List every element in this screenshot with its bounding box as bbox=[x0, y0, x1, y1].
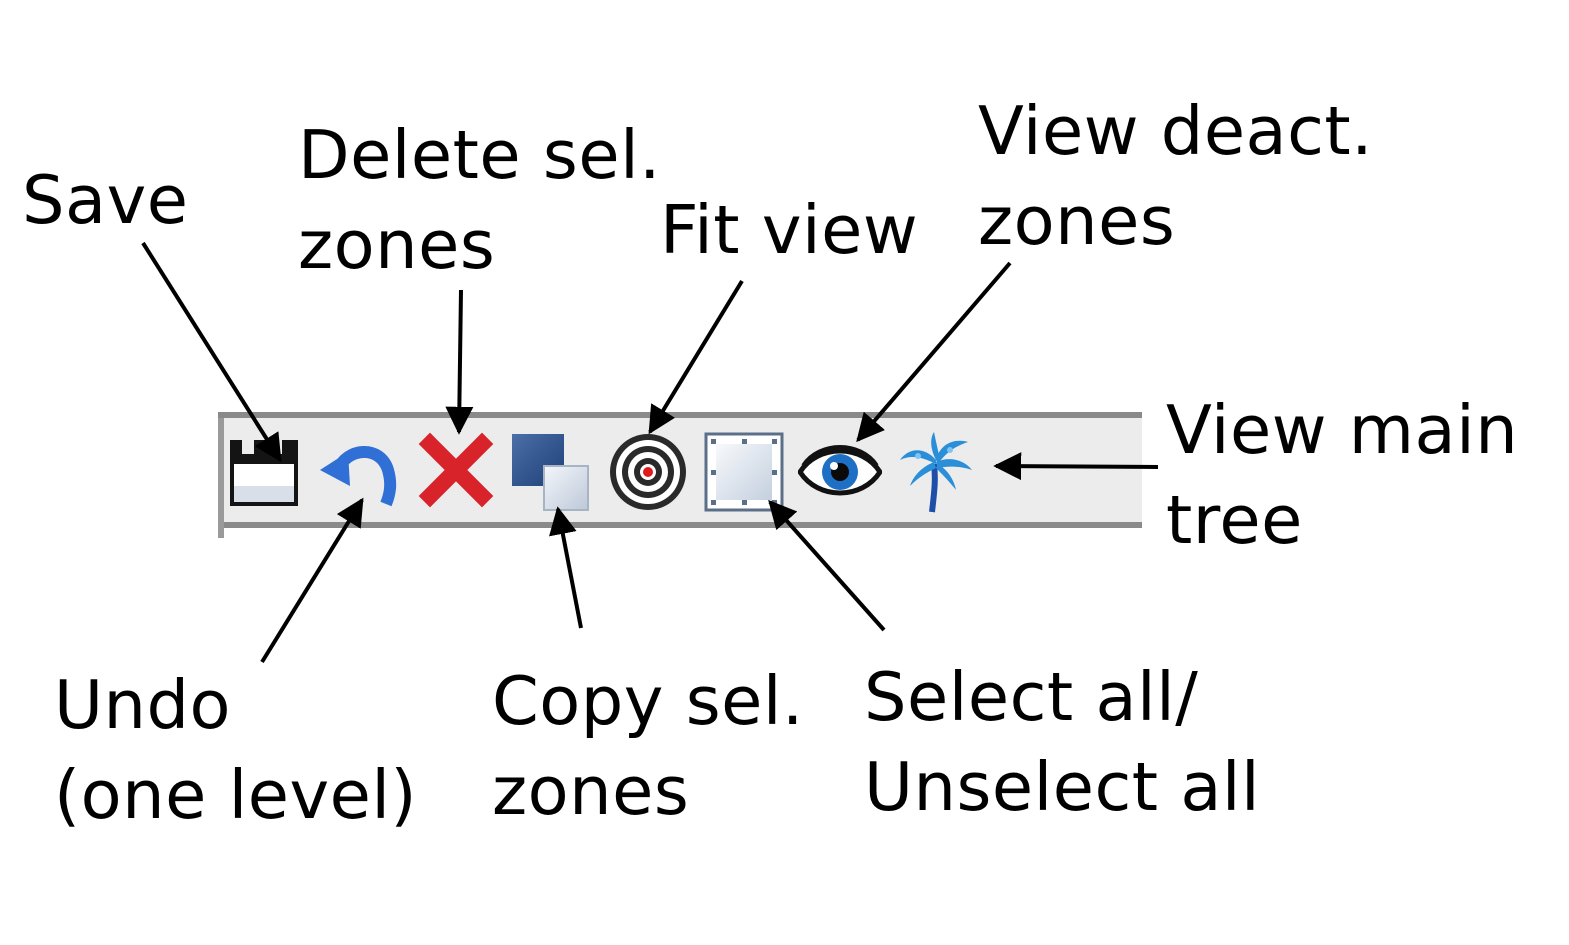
target-icon bbox=[610, 434, 686, 510]
delete-button[interactable] bbox=[414, 430, 498, 514]
arrow-delete bbox=[445, 289, 474, 435]
label-delete-line-2: zones bbox=[298, 206, 496, 284]
palm-tree-icon bbox=[900, 432, 972, 513]
label-copy-line-2: zones bbox=[492, 752, 690, 830]
undo-button[interactable] bbox=[316, 430, 400, 514]
copy-squares-icon bbox=[512, 434, 589, 511]
view-main-tree-button[interactable] bbox=[894, 430, 978, 514]
label-deact-line-1: View deact. bbox=[978, 92, 1374, 170]
arrow-fit bbox=[648, 279, 744, 435]
label-tree-line-2: tree bbox=[1166, 481, 1303, 559]
save-button[interactable] bbox=[222, 430, 306, 514]
label-deact-line-2: zones bbox=[978, 182, 1176, 260]
view-deactivated-zones-button[interactable] bbox=[798, 430, 882, 514]
label-deact: View deact. zones bbox=[978, 86, 1373, 266]
select-frame-icon bbox=[704, 432, 784, 512]
red-x-icon bbox=[418, 432, 494, 508]
eye-icon bbox=[798, 445, 882, 496]
floppy-disk-icon bbox=[230, 440, 298, 506]
label-select-line-2: Unselect all bbox=[864, 748, 1261, 826]
label-copy-line-1: Copy sel. bbox=[492, 662, 804, 740]
label-fit-line-1: Fit view bbox=[660, 191, 919, 269]
toolbar-grip-tail bbox=[218, 522, 224, 538]
fit-view-button[interactable] bbox=[606, 430, 690, 514]
label-delete-line-1: Delete sel. bbox=[298, 116, 661, 194]
label-save: Save bbox=[22, 155, 188, 245]
label-copy: Copy sel. zones bbox=[492, 656, 804, 836]
toolbar-grip bbox=[218, 418, 224, 522]
label-undo-line-1: Undo bbox=[54, 666, 232, 744]
label-select-line-1: Select all/ bbox=[864, 658, 1199, 736]
label-save-line-1: Save bbox=[22, 161, 189, 239]
undo-arrow-icon bbox=[320, 446, 397, 507]
label-tree: View main tree bbox=[1166, 385, 1518, 565]
label-tree-line-1: View main bbox=[1166, 391, 1519, 469]
copy-button[interactable] bbox=[508, 430, 592, 514]
select-all-button[interactable] bbox=[702, 430, 786, 514]
label-select: Select all/ Unselect all bbox=[864, 652, 1260, 832]
label-undo-line-2: (one level) bbox=[54, 756, 418, 834]
toolbar bbox=[218, 412, 1142, 538]
label-delete: Delete sel. zones bbox=[298, 110, 661, 290]
label-fit: Fit view bbox=[660, 185, 918, 275]
label-undo: Undo (one level) bbox=[54, 660, 417, 840]
